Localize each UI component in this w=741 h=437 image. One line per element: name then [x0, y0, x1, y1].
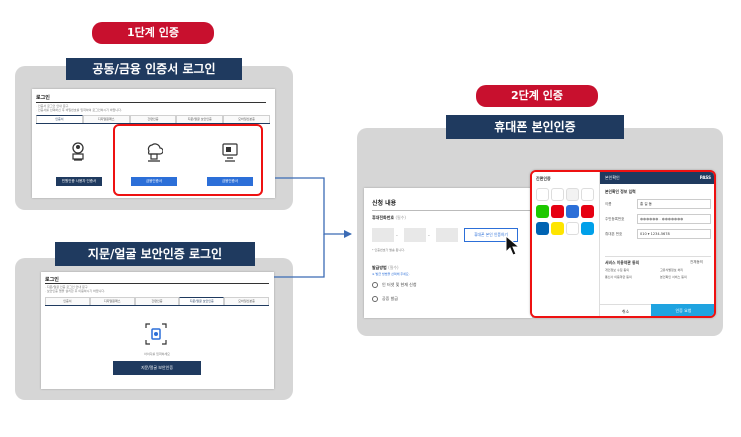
phone-field-1[interactable]	[372, 228, 394, 242]
provider-icon[interactable]	[566, 205, 579, 218]
cert-highlight-box	[113, 124, 263, 196]
identity-fields: 이름 홍 길 동 주민등록번호 ●●●●●● - ●●●●●●● 휴대폰 번호 …	[605, 198, 711, 240]
tab-simple-auth[interactable]: 간편인증	[134, 297, 180, 305]
tab-digital-onepass[interactable]: 디지털원패스	[89, 297, 135, 305]
agree-item[interactable]: 통신사 이용약관 동의	[605, 275, 632, 279]
cert-login-screenshot: 로그인 · 인증서 로그인 안내 문구 · 인증서를 선택하신 후 비밀번호를 …	[32, 89, 275, 198]
field-label-phone: 휴대폰 번호	[605, 231, 623, 236]
tab-mobile-id[interactable]: 모바일신분증	[224, 297, 269, 305]
biometric-login-button[interactable]: 지문/얼굴 보안인증	[113, 361, 201, 375]
cert-login-banner: 공동/금융 인증서 로그인	[66, 58, 242, 80]
divider	[372, 210, 530, 211]
phone-verify-button[interactable]: 휴대폰 본인 인증하기	[464, 228, 518, 242]
tab-simple-auth[interactable]: 간편인증	[129, 115, 177, 123]
provider-icon[interactable]	[551, 188, 564, 201]
user-cert-button[interactable]: 민원인증 사용자 인증서	[56, 177, 102, 186]
bio-login-title: 로그인	[45, 277, 59, 283]
step2-badge: 2단계 인증	[476, 85, 598, 107]
option-radio-1[interactable]	[372, 282, 378, 288]
bio-note-2: · 보안인증 앱을 설치한 후 이용하시기 바랍니다.	[45, 289, 106, 293]
agree-items: 개인정보 수집 동의 고유식별정보 처리 통신사 이용약관 동의 본인확인 서비…	[605, 268, 711, 279]
fingerprint-icon	[145, 323, 167, 345]
option-radio-2[interactable]	[372, 296, 378, 302]
bio-id-hint: 아이디를 입력하세요	[144, 352, 170, 356]
bio-tabs: 인증서 디지털원패스 간편인증 지문/얼굴 보안인증 모바일신분증	[45, 297, 269, 306]
agree-all-checkbox[interactable]: 전체동의	[690, 260, 703, 264]
device-cert-icon	[222, 143, 238, 162]
tab-cert[interactable]: 인증서	[36, 115, 83, 123]
phone-required: (필수)	[395, 215, 406, 220]
field-label-rrn: 주민등록번호	[605, 216, 625, 221]
cert-note-1: · 인증서 로그인 안내 문구	[36, 104, 69, 108]
naver-icon[interactable]	[536, 205, 549, 218]
request-auth-button[interactable]: 인증 요청	[651, 304, 714, 316]
phone-field-2[interactable]	[404, 228, 426, 242]
simple-auth-title: 간편인증	[536, 176, 551, 181]
step1-badge: 1단계 인증	[92, 22, 214, 44]
tab-biometric[interactable]: 지문/얼굴 보안인증	[179, 297, 225, 305]
field-section-title: 본인확인 정보 입력	[605, 189, 636, 194]
application-form-screenshot: 신청 내용 휴대전화번호 (필수) - - 휴대폰 본인 인증하기 * 인증번호…	[364, 188, 532, 318]
provider-icon[interactable]	[551, 205, 564, 218]
agree-item[interactable]: 본인확인 서비스 동의	[660, 275, 687, 279]
pass-logo: PASS	[699, 175, 711, 180]
provider-icon[interactable]	[581, 188, 594, 201]
method-label: 발급방법	[372, 265, 387, 270]
phone-verify-banner: 휴대폰 본인인증	[446, 115, 624, 139]
provider-icon[interactable]	[581, 205, 594, 218]
provider-icon[interactable]	[581, 222, 594, 235]
cert-tabs: 인증서 디지털원패스 간편인증 지문/얼굴 보안인증 모바일신분증	[36, 115, 270, 124]
biometric-login-banner: 지문/얼굴 보안인증 로그인	[55, 242, 255, 266]
provider-icon[interactable]	[536, 222, 549, 235]
agree-title: 서비스 이용약관 동의	[605, 260, 640, 265]
tab-mobile-id[interactable]: 모바일신분증	[223, 115, 270, 123]
name-input[interactable]: 홍 길 동	[637, 199, 711, 209]
tab-cert[interactable]: 인증서	[45, 297, 90, 305]
divider	[605, 256, 711, 257]
cloud-cert-icon	[147, 143, 163, 162]
title-divider	[36, 102, 266, 103]
cancel-button[interactable]: 취소	[600, 304, 651, 316]
provider-icon[interactable]	[566, 222, 579, 235]
cert-note-2: · 인증서를 선택하신 후 비밀번호를 입력하여 로그인하시기 바랍니다.	[36, 108, 122, 112]
phone-field-3[interactable]	[436, 228, 458, 242]
agree-item[interactable]: 개인정보 수집 동의	[605, 268, 629, 272]
option-label-2: 공증 발급	[382, 296, 398, 301]
popup-title: 본인확인	[605, 175, 620, 180]
bio-note-1: · 지문/얼굴 인증 로그인 안내 문구	[45, 285, 88, 289]
provider-icon[interactable]	[566, 188, 579, 201]
provider-icon[interactable]	[536, 188, 549, 201]
phone-label: 휴대전화번호	[372, 215, 395, 220]
phone-input[interactable]: 010 ▾ 1234-5678	[637, 229, 711, 239]
financial-cert-button-2[interactable]: 금융인증서	[207, 177, 253, 186]
phone-note: * 인증번호가 발송 됩니다.	[372, 248, 405, 252]
financial-cert-button-1[interactable]: 금융인증서	[131, 177, 177, 186]
option-label-1: 인 터넷 및 현재 신청	[382, 282, 417, 287]
user-cert-icon	[72, 142, 84, 161]
kakao-icon[interactable]	[551, 222, 564, 235]
rrn-input[interactable]: ●●●●●● - ●●●●●●●	[637, 214, 711, 224]
cert-login-title: 로그인	[36, 95, 50, 101]
phone-auth-popup: 간편인증 본인확인 PASS 본인확인 정보 입력 이름 홍 길 동 주민등록번…	[530, 170, 716, 318]
auth-provider-grid	[536, 188, 598, 235]
field-label-name: 이름	[605, 201, 612, 206]
tab-digital-onepass[interactable]: 디지털원패스	[82, 115, 130, 123]
biometric-login-screenshot: 로그인 · 지문/얼굴 인증 로그인 안내 문구 · 보안인증 앱을 설치한 후…	[41, 272, 274, 389]
mouse-cursor-icon	[505, 234, 521, 256]
agree-item[interactable]: 고유식별정보 처리	[660, 268, 684, 272]
tab-biometric[interactable]: 지문/얼굴 보안인증	[176, 115, 224, 123]
title-divider	[45, 283, 269, 284]
form-section-title: 신청 내용	[372, 200, 397, 207]
popup-header: 본인확인 PASS	[600, 172, 714, 184]
method-note: ※ 발급 방법을 선택해 주세요.	[372, 272, 410, 276]
method-required: (필수)	[388, 265, 399, 270]
simple-auth-column: 간편인증	[532, 172, 600, 316]
